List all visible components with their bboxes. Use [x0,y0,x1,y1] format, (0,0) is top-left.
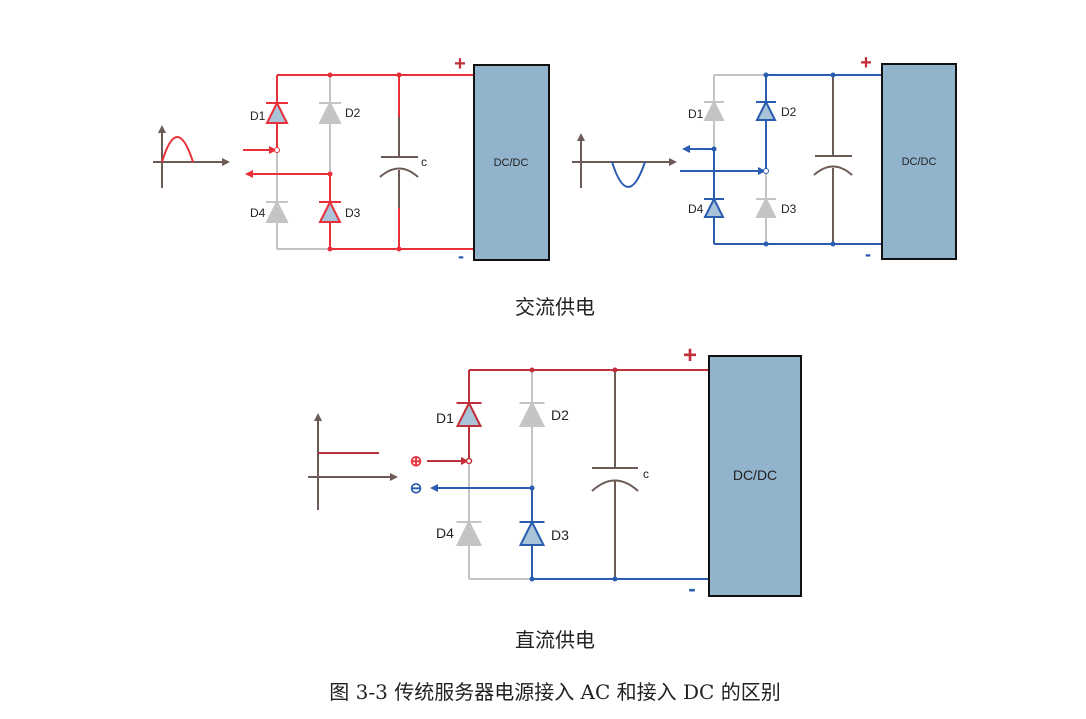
capacitor [591,467,639,492]
diode-label: D1 [250,109,266,123]
ac1-dots [274,72,402,252]
diode-icon [455,519,483,546]
dc-caption: 直流供电 [515,628,595,652]
diode-label: D3 [551,527,569,543]
diode-label: D4 [250,206,266,220]
converter-label: DC/DC [902,156,937,168]
converter-label: DC/DC [733,467,777,483]
ac-caption: 交流供电 [515,295,595,319]
diode-label: D3 [781,202,797,216]
plus-sign: + [860,52,872,74]
positive-half-wave [161,136,194,163]
waveform-axes [153,125,230,188]
diode-label: D1 [688,107,704,121]
waveform-axes [572,133,677,188]
diode-icon [518,519,546,546]
dc-dc-converter [473,64,550,261]
ac-circuit-positive [153,74,474,250]
diode-label: D2 [345,106,361,120]
dc-circuit [308,369,709,580]
minus-sign: - [458,246,464,266]
figure-caption: 图 3-3 传统服务器电源接入 AC 和接入 DC 的区别 [329,680,780,704]
diode-label: D4 [688,202,704,216]
diode-icon [265,100,289,124]
diode-icon [318,199,342,223]
plus-sign: + [454,53,466,75]
diode-icon [755,196,777,218]
capacitor-label: c [421,155,427,169]
diode-icon [265,199,289,223]
diode-icon [455,400,483,427]
diode-icon [755,99,777,121]
diode-label: D3 [345,206,361,220]
capacitor-label: c [643,467,649,481]
dc-dc-converter [881,63,957,260]
minus-sign: - [688,576,695,601]
negative-half-wave [611,161,646,188]
input-plus-icon: ⊕ [410,453,423,470]
diode-icon [703,99,725,121]
plus-sign: + [683,342,697,369]
diode-icon [518,400,546,427]
diode-label: D2 [781,105,797,119]
converter-label: DC/DC [494,157,529,169]
ac2-dots [711,72,836,247]
minus-sign: - [865,244,871,264]
diode-icon [318,100,342,124]
waveform-axes [308,413,398,510]
dc-dots [465,367,618,582]
dc-dc-converter [708,355,802,597]
capacitor [813,155,853,176]
diode-icon [703,196,725,218]
diode-label: D1 [436,410,454,426]
diode-label: D2 [551,407,569,423]
capacitor [379,156,419,178]
diode-label: D4 [436,525,454,541]
ac-circuit-negative [572,74,882,245]
input-minus-icon: ⊖ [410,480,423,497]
